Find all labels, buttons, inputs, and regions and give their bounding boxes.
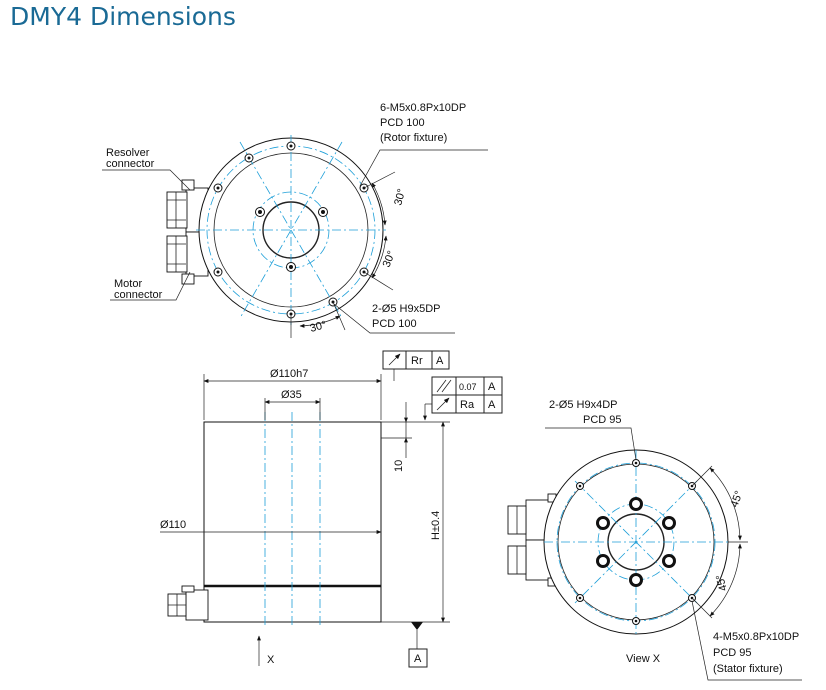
datum-label: A xyxy=(414,653,422,665)
view-arrow-label: X xyxy=(267,654,275,666)
gdt-runout-axial: Ra A xyxy=(423,394,503,421)
bottom-view: 45° 45° 2-Ø5 H9x4DP PCD 95 4-M5x0.8Px10D… xyxy=(507,399,802,681)
motor-label-2: connector xyxy=(114,289,163,301)
gdt-1-value: Rr xyxy=(411,355,423,367)
angle-30-bottom: 30° xyxy=(309,319,328,335)
resolver-label-2: connector xyxy=(106,158,155,170)
bottom-stator-holes xyxy=(576,459,696,625)
side-lower-body xyxy=(203,585,382,623)
datum-a: A xyxy=(408,622,428,668)
gdt-3-datum: A xyxy=(488,399,496,411)
dim-height: H±0.4 xyxy=(430,511,442,540)
stator-label-1: 4-M5x0.8Px10DP xyxy=(713,631,799,643)
rotor-holes-label-3: (Rotor fixture) xyxy=(380,132,447,144)
pin-holes-label-2: PCD 100 xyxy=(372,318,417,330)
top-view: 30° 30° 30° 6-M5x0.8Px10DP PCD 100 (Roto… xyxy=(102,102,488,338)
gdt-runout-radial: Rr A xyxy=(382,350,450,381)
stator-label-3: (Stator fixture) xyxy=(713,663,783,675)
rotor-holes-label-1: 6-M5x0.8Px10DP xyxy=(380,102,466,114)
gdt-3-value: Ra xyxy=(460,399,475,411)
gdt-2-datum: A xyxy=(488,381,496,393)
pin-holes-label-1: 2-Ø5 H9x5DP xyxy=(372,303,440,315)
bottom-angle-45-upper: 45° xyxy=(729,489,746,509)
side-connector xyxy=(167,585,209,621)
dim-dia-bore: Ø35 xyxy=(281,389,302,401)
dim-dia-body: Ø110 xyxy=(160,519,186,531)
gdt-1-datum: A xyxy=(436,355,444,367)
inner-hole-markers xyxy=(255,207,328,272)
stator-label-2: PCD 95 xyxy=(713,647,752,659)
gdt-parallelism: 0.07 A xyxy=(431,376,503,396)
gdt-2-value: 0.07 xyxy=(459,382,477,392)
page-title: DMY4 Dimensions xyxy=(10,2,236,31)
bottom-pin-label-2: PCD 95 xyxy=(583,414,622,426)
motor-label-1: Motor xyxy=(114,278,142,290)
side-view: Ø110h7 Ø35 Ø110 H±0.4 10 Rr xyxy=(160,350,503,668)
side-upper-body xyxy=(203,421,382,587)
dim-10: 10 xyxy=(393,460,405,472)
bottom-inner-holes xyxy=(596,497,676,587)
angle-30-right: 30° xyxy=(381,249,398,269)
rotor-holes-label-2: PCD 100 xyxy=(380,117,425,129)
bottom-pin-label-1: 2-Ø5 H9x4DP xyxy=(549,399,617,411)
bottom-angle-45-lower: 45° xyxy=(714,573,730,592)
view-x-label: View X xyxy=(626,653,661,665)
dim-dia-top: Ø110h7 xyxy=(270,368,308,380)
resolver-label-1: Resolver xyxy=(106,147,150,159)
angle-30-upper: 30° xyxy=(392,188,408,207)
